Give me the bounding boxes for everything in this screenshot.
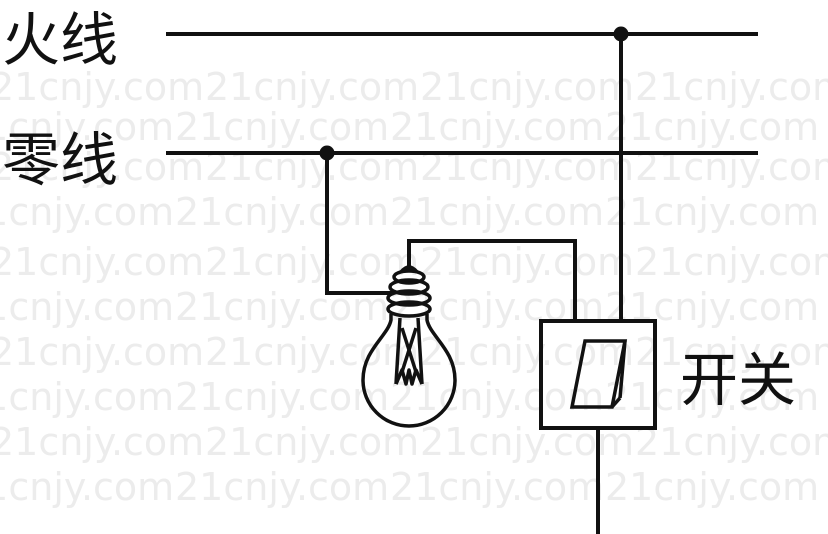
watermark-text: 21cnjy.com <box>0 465 174 509</box>
watermark-text: 21cnjy.com <box>205 65 419 109</box>
watermark-text: 21cnjy.com <box>205 330 419 374</box>
watermark-text: 21cnjy.com <box>635 240 828 284</box>
neutral-to-lamp-wire <box>325 151 394 295</box>
watermark-text: 21cnjy.com <box>205 240 419 284</box>
watermark-text: 21cnjy.com <box>390 465 604 509</box>
watermark-text: 21cnjy.com <box>0 190 174 234</box>
watermark-text: 21cnjy.com <box>0 420 204 464</box>
watermark-text: 21cnjy.com <box>175 190 389 234</box>
watermark-text: 21cnjy.com <box>175 105 389 149</box>
watermark-text: 21cnjy.com <box>175 465 389 509</box>
watermark-text: 21cnjy.com <box>390 190 604 234</box>
watermark-text: 21cnjy.com <box>635 420 828 464</box>
watermark-text: 21cnjy.com <box>390 105 604 149</box>
watermark-text: 21cnjy.com <box>605 105 819 149</box>
watermark-text: 21cnjy.com <box>0 65 204 109</box>
watermark-text: 21cnjy.com <box>605 465 819 509</box>
neutral-junction-dot <box>319 145 335 161</box>
watermark-text: 21cnjy.com <box>635 65 828 109</box>
watermark-text: 21cnjy.com <box>635 330 828 374</box>
watermark-text: 21cnjy.com <box>0 330 204 374</box>
live-junction-dot <box>613 26 629 42</box>
switch-label: 开关 <box>680 346 796 414</box>
watermark-text: 21cnjy.com <box>175 375 389 419</box>
live-wire-label: 火线 <box>2 6 118 74</box>
watermark-text: 21cnjy.com <box>605 375 819 419</box>
watermark-layer: 21cnjy.com 21cnjy.com 21cnjy.com 21cnjy.… <box>0 65 828 509</box>
watermark-text: 21cnjy.com <box>0 285 174 329</box>
switch-rocker-icon <box>569 339 628 409</box>
watermark-text: 21cnjy.com <box>420 240 634 284</box>
watermark-text: 21cnjy.com <box>0 105 174 149</box>
watermark-text: 21cnjy.com <box>0 240 204 284</box>
neutral-wire-label: 零线 <box>2 126 118 194</box>
watermark-text: 21cnjy.com <box>205 420 419 464</box>
watermark-text: 21cnjy.com <box>420 330 634 374</box>
watermark-text: 21cnjy.com <box>390 375 604 419</box>
watermark-text: 21cnjy.com <box>420 65 634 109</box>
light-bulb-icon <box>361 265 457 428</box>
watermark-text: 21cnjy.com <box>605 190 819 234</box>
lamp-to-switch-wire <box>407 239 577 323</box>
watermark-text: 21cnjy.com <box>0 375 174 419</box>
